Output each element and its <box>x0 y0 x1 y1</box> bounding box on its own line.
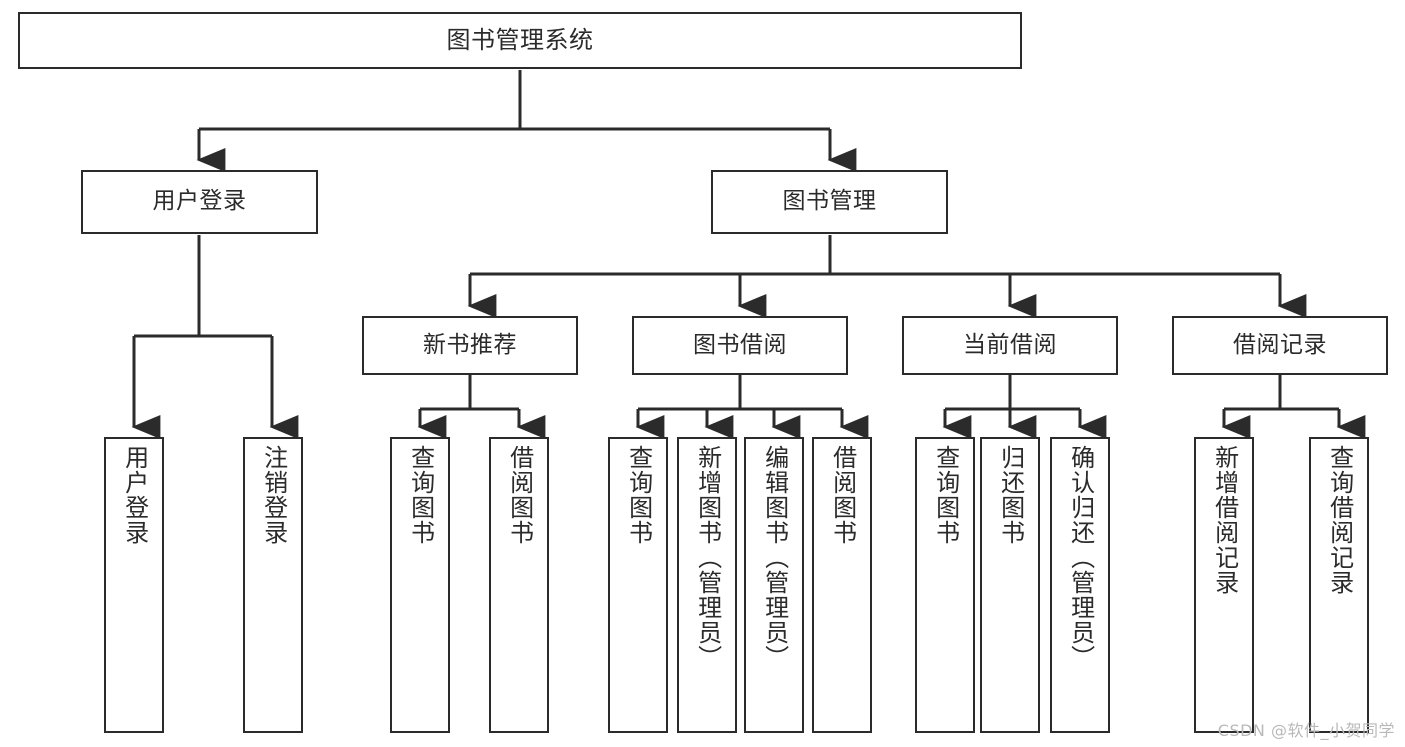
node-leaf-add-borrow-record[interactable]: 新增借阅记录 <box>1194 437 1254 733</box>
node-new-book-recommend-label: 新书推荐 <box>423 331 517 358</box>
node-borrow-record-label: 借阅记录 <box>1233 331 1327 358</box>
node-leaf-logout-login-label: 注销登录 <box>259 445 288 545</box>
node-new-book-recommend[interactable]: 新书推荐 <box>362 316 578 375</box>
node-book-management-label: 图书管理 <box>782 188 877 215</box>
node-leaf-user-login-label: 用户登录 <box>120 445 149 545</box>
node-leaf-borrow-book-2-label: 借阅图书 <box>828 445 857 545</box>
node-leaf-user-login[interactable]: 用户登录 <box>104 437 164 733</box>
node-book-borrow-label: 图书借阅 <box>693 331 787 358</box>
node-leaf-query-book-3-label: 查询图书 <box>931 445 960 545</box>
node-leaf-edit-book-admin-label: 编辑图书（管理员） <box>760 445 789 670</box>
node-root-system-label: 图书管理系统 <box>446 26 594 55</box>
node-current-borrow[interactable]: 当前借阅 <box>902 316 1118 375</box>
node-leaf-query-book-2[interactable]: 查询图书 <box>608 437 668 733</box>
node-leaf-query-borrow-record[interactable]: 查询借阅记录 <box>1309 437 1369 733</box>
node-leaf-borrow-book-1[interactable]: 借阅图书 <box>489 437 549 733</box>
node-leaf-borrow-book-1-label: 借阅图书 <box>505 445 534 545</box>
node-leaf-query-book-1[interactable]: 查询图书 <box>390 437 450 733</box>
node-user-login-label: 用户登录 <box>152 188 247 215</box>
node-leaf-borrow-book-2[interactable]: 借阅图书 <box>812 437 872 733</box>
node-leaf-return-book[interactable]: 归还图书 <box>980 437 1040 733</box>
node-leaf-confirm-return-admin-label: 确认归还（管理员） <box>1066 445 1095 670</box>
node-leaf-query-book-1-label: 查询图书 <box>406 445 435 545</box>
node-leaf-query-borrow-record-label: 查询借阅记录 <box>1325 445 1354 595</box>
node-leaf-logout-login[interactable]: 注销登录 <box>243 437 303 733</box>
node-leaf-edit-book-admin[interactable]: 编辑图书（管理员） <box>744 437 804 733</box>
node-user-login[interactable]: 用户登录 <box>81 170 318 234</box>
node-leaf-add-borrow-record-label: 新增借阅记录 <box>1210 445 1239 595</box>
node-leaf-confirm-return-admin[interactable]: 确认归还（管理员） <box>1050 437 1110 733</box>
node-book-management[interactable]: 图书管理 <box>711 170 948 234</box>
node-leaf-return-book-label: 归还图书 <box>996 445 1025 545</box>
node-root-system[interactable]: 图书管理系统 <box>18 12 1022 69</box>
node-leaf-query-book-2-label: 查询图书 <box>624 445 653 545</box>
node-current-borrow-label: 当前借阅 <box>963 331 1057 358</box>
node-book-borrow[interactable]: 图书借阅 <box>632 316 848 375</box>
node-leaf-add-book-admin[interactable]: 新增图书（管理员） <box>677 437 737 733</box>
node-borrow-record[interactable]: 借阅记录 <box>1172 316 1388 375</box>
csdn-watermark: CSDN @软件_小贺同学 <box>1217 721 1395 740</box>
node-leaf-query-book-3[interactable]: 查询图书 <box>915 437 975 733</box>
node-leaf-add-book-admin-label: 新增图书（管理员） <box>693 445 722 670</box>
